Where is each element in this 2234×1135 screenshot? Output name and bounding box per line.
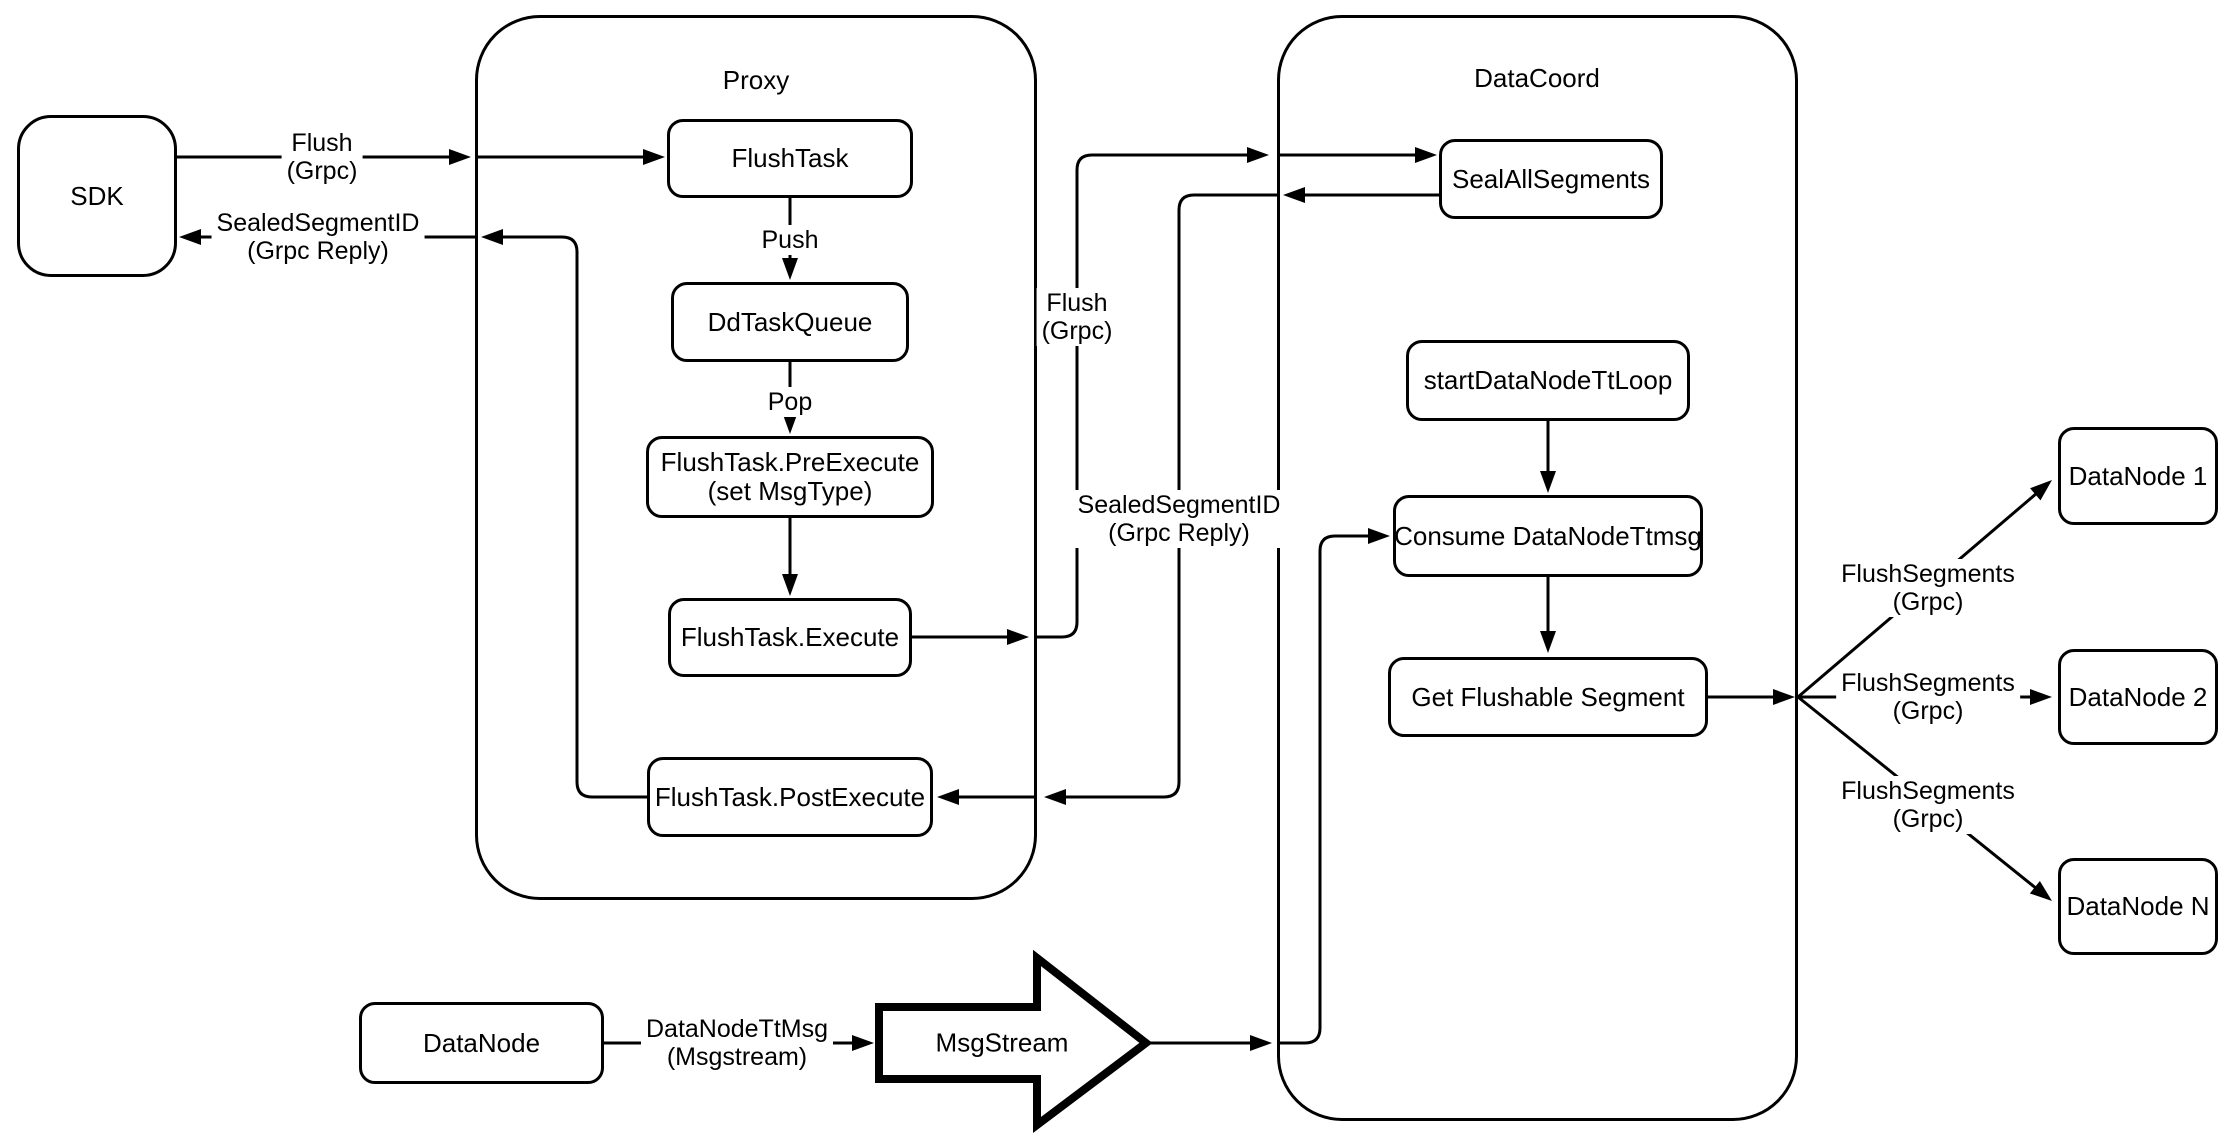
arrowhead bbox=[782, 412, 798, 434]
edge-datacoordedge-to-consume bbox=[1277, 534, 1382, 1045]
edge-label-line: FlushSegments bbox=[1841, 777, 2015, 805]
node-execute-label: FlushTask.Execute bbox=[680, 622, 900, 652]
arrowhead bbox=[449, 149, 471, 165]
arrowhead bbox=[2030, 689, 2052, 705]
node-preexecute-label-line1: FlushTask.PreExecute bbox=[660, 447, 920, 477]
node-flushtask-label: FlushTask bbox=[731, 143, 849, 173]
edge-label-flushsegments-2: FlushSegments (Grpc) bbox=[1836, 668, 2020, 726]
node-datanode2[interactable]: DataNode 2 bbox=[2058, 649, 2218, 745]
arrowhead bbox=[2029, 880, 2052, 901]
arrowhead bbox=[937, 789, 959, 805]
edge-label-line: FlushSegments bbox=[1841, 560, 2015, 588]
edge-label-line: FlushSegments bbox=[1841, 669, 2015, 697]
container-datacoord-title: DataCoord bbox=[1474, 63, 1600, 93]
edge-label-line: DataNodeTtMsg bbox=[645, 1015, 829, 1043]
node-getflushablesegment-label: Get Flushable Segment bbox=[1411, 681, 1685, 712]
arrowhead bbox=[1415, 147, 1437, 163]
arrowhead bbox=[1007, 629, 1029, 645]
edge-label-sealed-proxy-sdk: SealedSegmentID (Grpc Reply) bbox=[211, 208, 425, 266]
edge-label-flushsegments-3: FlushSegments (Grpc) bbox=[1836, 776, 2020, 834]
arrowhead bbox=[1773, 689, 1795, 705]
node-datanode2-label: DataNode 2 bbox=[2068, 681, 2208, 712]
edge-label-line: (Msgstream) bbox=[666, 1043, 808, 1071]
node-sealallsegments[interactable]: SealAllSegments bbox=[1439, 139, 1663, 219]
edge-label-pop: Pop bbox=[762, 387, 818, 417]
container-datacoord[interactable] bbox=[1277, 15, 1798, 1121]
arrowhead bbox=[1283, 187, 1305, 203]
arrowhead bbox=[1044, 789, 1066, 805]
arrowhead bbox=[1540, 631, 1556, 653]
edge-label-line: (Grpc) bbox=[1892, 805, 1964, 833]
node-getflushablesegment[interactable]: Get Flushable Segment bbox=[1388, 657, 1708, 737]
node-datanoden[interactable]: DataNode N bbox=[2058, 858, 2218, 955]
arrowhead bbox=[1540, 471, 1556, 493]
node-datanoden-label: DataNode N bbox=[2066, 891, 2210, 921]
node-postexecute[interactable]: FlushTask.PostExecute bbox=[647, 757, 933, 837]
node-datanode1-label: DataNode 1 bbox=[2068, 460, 2208, 491]
edge-label-line: Push bbox=[761, 226, 819, 254]
node-postexecute-label: FlushTask.PostExecute bbox=[654, 781, 926, 812]
node-datanode-source[interactable]: DataNode bbox=[359, 1002, 604, 1084]
node-execute[interactable]: FlushTask.Execute bbox=[668, 598, 912, 677]
arrowhead bbox=[782, 258, 798, 280]
edge-label-flush-proxy-datacoord: Flush (Grpc) bbox=[1036, 288, 1118, 346]
edge-label-line: SealedSegmentID bbox=[1077, 491, 1281, 519]
edge-flush-proxyedge-to-datacoordedge bbox=[1037, 153, 1261, 639]
arrowhead bbox=[2030, 480, 2052, 501]
container-proxy[interactable] bbox=[475, 15, 1037, 900]
edge-label-flush-sdk-proxy: Flush (Grpc) bbox=[281, 128, 363, 186]
edge-label-line: Pop bbox=[767, 388, 813, 416]
arrowhead bbox=[782, 574, 798, 596]
edge-label-line: (Grpc) bbox=[1892, 588, 1964, 616]
node-startdatanodettloop[interactable]: startDataNodeTtLoop bbox=[1406, 340, 1690, 421]
edge-label-flushsegments-1: FlushSegments (Grpc) bbox=[1836, 559, 2020, 617]
edge-label-push: Push bbox=[756, 225, 824, 255]
edge-label-line: Flush bbox=[1046, 289, 1108, 317]
edge-label-line: Flush bbox=[291, 129, 353, 157]
msgstream-label: MsgStream bbox=[935, 1027, 1069, 1058]
edge-label-line: (Grpc) bbox=[286, 157, 358, 185]
edge-label-line: (Grpc) bbox=[1041, 317, 1113, 345]
node-preexecute[interactable]: FlushTask.PreExecute (set MsgType) bbox=[646, 436, 934, 518]
edge-label-datanodettmsg: DataNodeTtMsg (Msgstream) bbox=[640, 1014, 834, 1072]
node-consumedatanodettmsg[interactable]: Consume DataNodeTtmsg bbox=[1393, 495, 1703, 577]
arrowhead bbox=[852, 1035, 874, 1051]
node-flushtask[interactable]: FlushTask bbox=[667, 119, 913, 198]
arrowhead bbox=[1247, 147, 1269, 163]
msgstream-arrow-shape[interactable] bbox=[875, 949, 1153, 1134]
arrowhead bbox=[643, 149, 665, 165]
edge-sealed-postexecute-to-proxyedge bbox=[487, 235, 647, 799]
arrowhead bbox=[1368, 528, 1390, 544]
node-ddtaskqueue[interactable]: DdTaskQueue bbox=[671, 282, 909, 362]
node-sdk-label: SDK bbox=[70, 180, 124, 211]
node-consumedatanodettmsg-label: Consume DataNodeTtmsg bbox=[1394, 520, 1702, 551]
arrowhead bbox=[179, 229, 201, 245]
node-datanode-source-label: DataNode bbox=[422, 1027, 541, 1058]
node-sdk[interactable]: SDK bbox=[17, 115, 177, 277]
edge-label-line: SealedSegmentID bbox=[216, 209, 420, 237]
node-startdatanodettloop-label: startDataNodeTtLoop bbox=[1423, 365, 1673, 395]
edge-label-line: (Grpc) bbox=[1892, 697, 1964, 725]
node-datanode1[interactable]: DataNode 1 bbox=[2058, 427, 2218, 525]
node-ddtaskqueue-label: DdTaskQueue bbox=[707, 306, 873, 337]
arrowhead bbox=[1250, 1035, 1272, 1051]
edge-label-line: (Grpc Reply) bbox=[1108, 519, 1250, 547]
edge-label-sealed-datacoord-proxy: SealedSegmentID (Grpc Reply) bbox=[1072, 490, 1286, 548]
arrowheads bbox=[179, 147, 2052, 1051]
node-sealallsegments-label: SealAllSegments bbox=[1452, 163, 1650, 194]
arrowhead bbox=[481, 229, 503, 245]
container-proxy-title: Proxy bbox=[722, 65, 790, 95]
edge-label-line: (Grpc Reply) bbox=[247, 237, 389, 265]
node-preexecute-label-line2: (set MsgType) bbox=[707, 476, 873, 506]
